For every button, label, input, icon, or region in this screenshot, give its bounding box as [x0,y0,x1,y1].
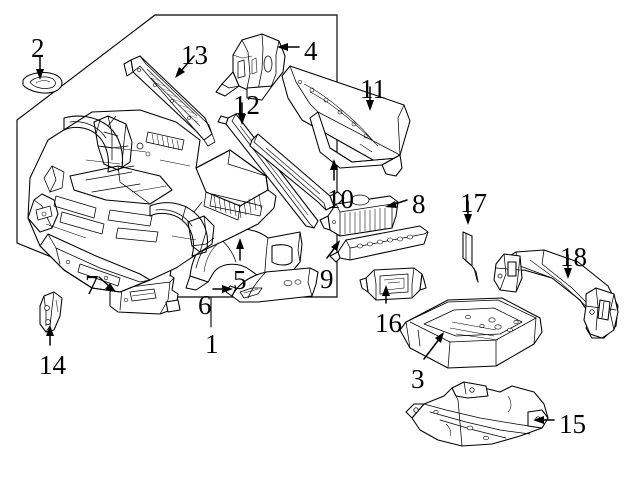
part-16-reinforcement-plate [359,267,427,301]
callout-label-1[interactable]: 1 [205,329,219,359]
part-10-longitudinal-floor-rail [249,133,345,211]
part-17-u-shaped-rod-bracket [462,231,479,283]
callout-label-8[interactable]: 8 [412,189,426,219]
callout-label-12[interactable]: 12 [233,90,260,120]
part-8-rear-crossmember-ribbed [319,194,399,237]
callout-label-3[interactable]: 3 [411,364,425,394]
part-4-wheelhouse-shock-tower-bracket [215,33,286,101]
part-13-front-crossmember-beam [123,55,216,147]
callout-label-16[interactable]: 16 [375,308,402,338]
part-11-rear-side-member-right [281,65,411,177]
callout-leaders [36,43,572,424]
callout-label-14[interactable]: 14 [39,350,66,380]
callout-label-5[interactable]: 5 [233,265,247,295]
part-6-wheelhouse-reinforcement-rail [225,267,319,303]
callout-label-18[interactable]: 18 [560,242,587,272]
part-1-rear-floor-pan-assembly [27,109,277,293]
callout-label-7[interactable]: 7 [85,270,99,300]
callout-label-11[interactable]: 11 [360,74,386,104]
callout-label-6[interactable]: 6 [198,290,212,320]
part-14-small-mounting-bracket [39,291,63,333]
part-15-underbody-heat-shield [405,381,549,447]
callout-label-15[interactable]: 15 [559,409,586,439]
callout-label-13[interactable]: 13 [181,40,208,70]
part-3-spare-wheel-well-pan [399,297,543,369]
part-9-rear-side-rail-extension [329,225,429,263]
part-18-rear-bumper-impact-beam [493,249,619,339]
callout-label-4[interactable]: 4 [304,36,318,66]
callout-label-10[interactable]: 10 [327,184,354,214]
callout-label-17[interactable]: 17 [460,188,487,218]
callout-label-9[interactable]: 9 [320,264,334,294]
callout-label-2[interactable]: 2 [31,33,45,63]
part-2-oval-drain-plug [22,72,63,94]
